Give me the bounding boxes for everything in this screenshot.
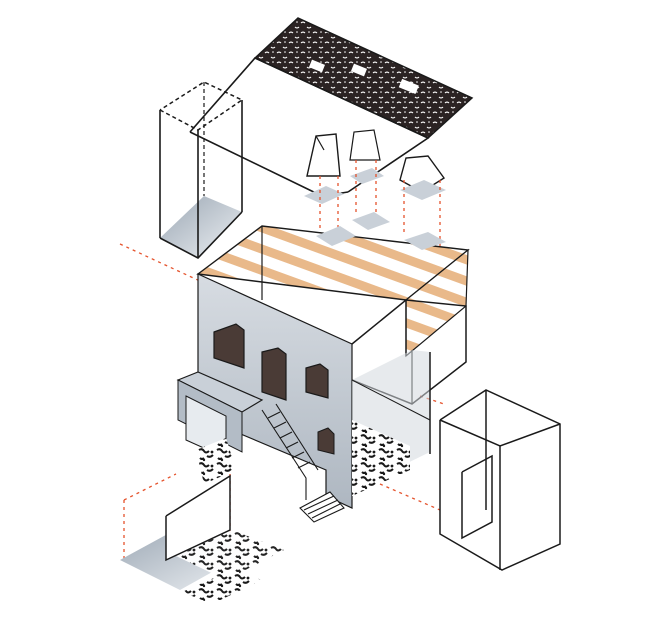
annex-frame — [159, 81, 244, 259]
floor-opening — [404, 232, 446, 250]
right-annex-frame — [439, 389, 561, 571]
floor-opening — [316, 226, 356, 246]
floor-opening — [352, 212, 390, 230]
staircase — [261, 403, 345, 523]
lower-plinth — [120, 474, 284, 604]
skylight-opening — [309, 59, 325, 73]
window — [317, 427, 335, 455]
dormers — [304, 129, 446, 204]
house-body — [176, 273, 467, 509]
window — [213, 323, 245, 369]
skylight-opening — [398, 78, 419, 95]
window — [305, 363, 329, 399]
courtyard-paving — [196, 420, 410, 496]
door — [261, 347, 287, 401]
skylight-opening — [351, 63, 367, 77]
